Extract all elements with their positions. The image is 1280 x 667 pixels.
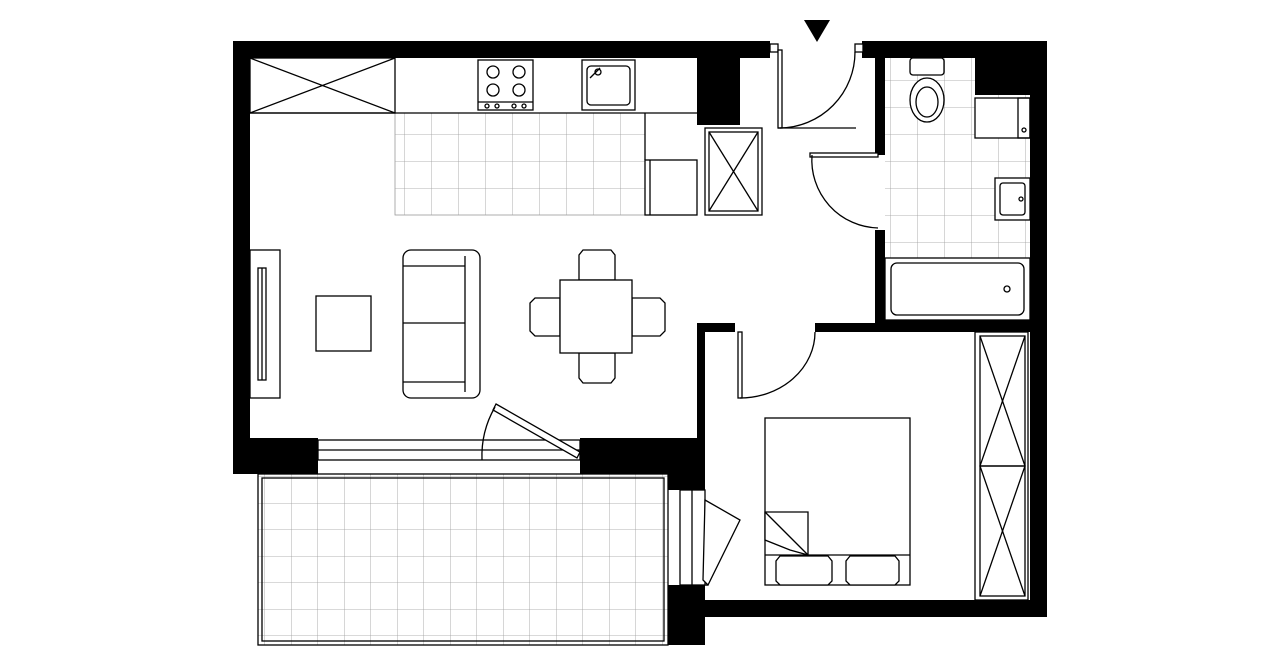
washing-machine (974, 97, 1031, 139)
bed (764, 417, 911, 586)
kitchen-counter (249, 57, 697, 160)
tv-stand (249, 249, 281, 399)
kitchen-sink (581, 59, 636, 111)
wardrobe (974, 331, 1029, 601)
kitchen-tile-floor (394, 112, 646, 216)
living-window (317, 439, 581, 461)
toilet (909, 57, 945, 123)
triangle-down-icon (804, 20, 830, 42)
walls (233, 41, 1047, 645)
balcony-door[interactable] (481, 403, 581, 461)
fridge (644, 159, 698, 216)
stove (477, 59, 534, 111)
entrance-door[interactable] (769, 43, 864, 129)
hall-cabinet (704, 127, 763, 216)
sofa (402, 249, 481, 399)
bathtub (884, 257, 1031, 321)
balcony (257, 473, 669, 646)
bathroom-door[interactable] (809, 152, 879, 229)
bedroom-balcony-door[interactable] (702, 498, 741, 587)
bedroom-door[interactable] (737, 331, 816, 399)
bedroom-window (679, 489, 706, 586)
bathroom-sink (994, 177, 1031, 221)
dining-table (529, 249, 666, 384)
coffee-table (315, 295, 372, 352)
